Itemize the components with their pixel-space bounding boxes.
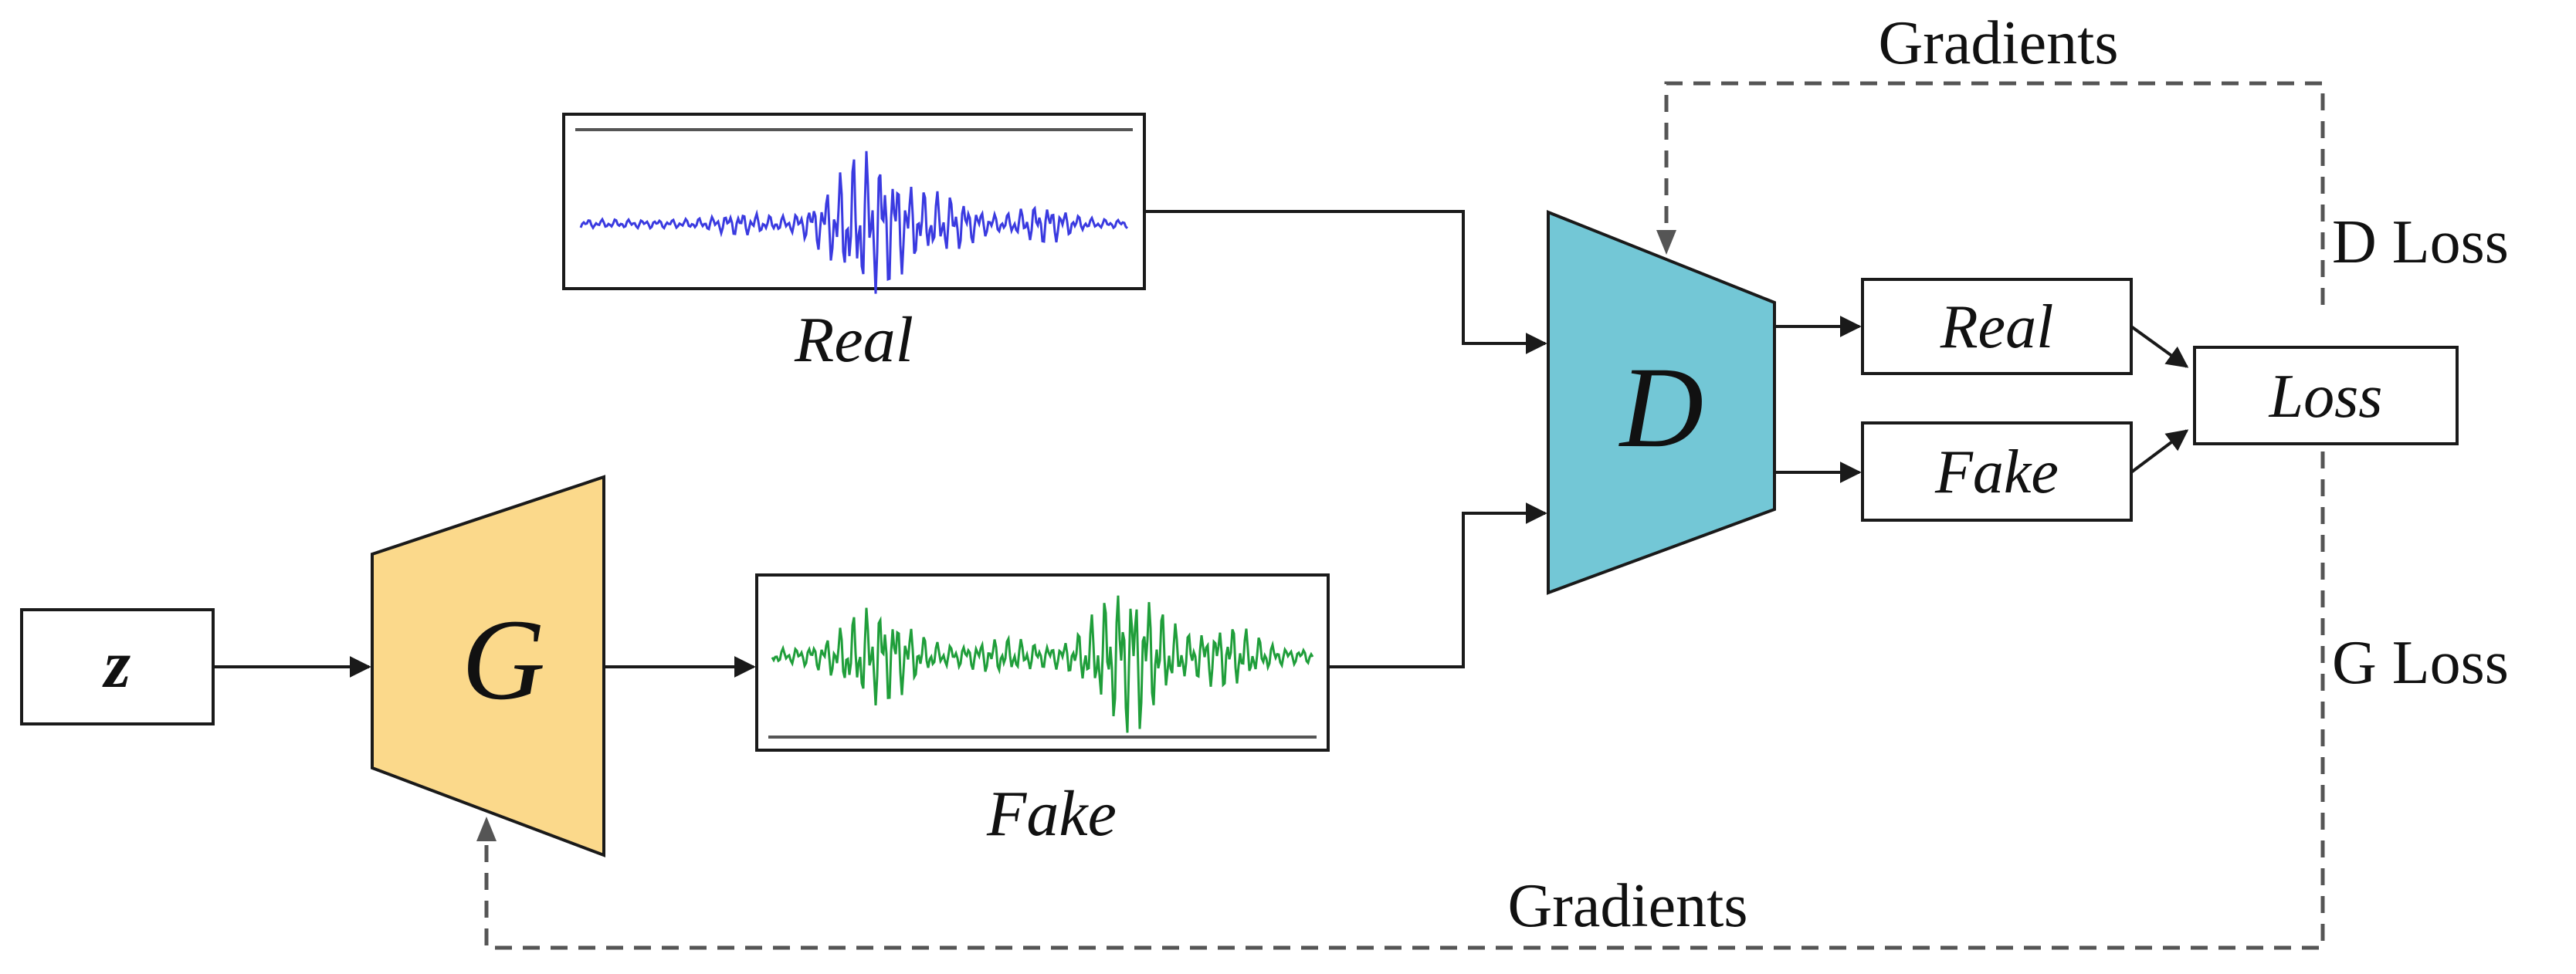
real-waveform bbox=[579, 150, 1129, 294]
d-loss-label: D Loss bbox=[2332, 208, 2509, 276]
g-gradient-arrowhead bbox=[476, 817, 497, 841]
discriminator-block bbox=[1547, 210, 1776, 595]
fake-signal-caption: Fake bbox=[986, 778, 1117, 850]
real-signal-panel bbox=[562, 113, 1146, 294]
gradients-top-label: Gradients bbox=[1878, 9, 2118, 77]
g-loss-label: G Loss bbox=[2332, 629, 2509, 697]
generator-label: G bbox=[462, 596, 545, 724]
real-signal-caption: Real bbox=[794, 304, 913, 376]
noise-input-label: z bbox=[102, 627, 130, 702]
real-output-label: Real bbox=[1940, 293, 2054, 361]
gradients-bottom-label: Gradients bbox=[1507, 872, 1747, 940]
fake-to-discriminator-arrow bbox=[1328, 502, 1547, 668]
real-output-box bbox=[1861, 278, 2133, 375]
real-to-loss-arrow bbox=[2130, 325, 2189, 368]
d-gradient-feedback-line bbox=[1664, 81, 2325, 305]
d-gradient-arrowhead bbox=[1656, 230, 1676, 255]
loss-box bbox=[2193, 346, 2459, 445]
fake-signal-panel bbox=[755, 573, 1330, 752]
loss-label: Loss bbox=[2269, 363, 2383, 431]
noise-input-box bbox=[20, 608, 215, 725]
discriminator-label: D bbox=[1618, 343, 1703, 472]
generator-block bbox=[371, 475, 605, 857]
fake-waveform bbox=[771, 595, 1314, 733]
real-to-discriminator-arrow bbox=[1144, 210, 1547, 354]
fake-to-loss-arrow bbox=[2130, 429, 2189, 474]
fake-output-label: Fake bbox=[1934, 438, 2059, 506]
